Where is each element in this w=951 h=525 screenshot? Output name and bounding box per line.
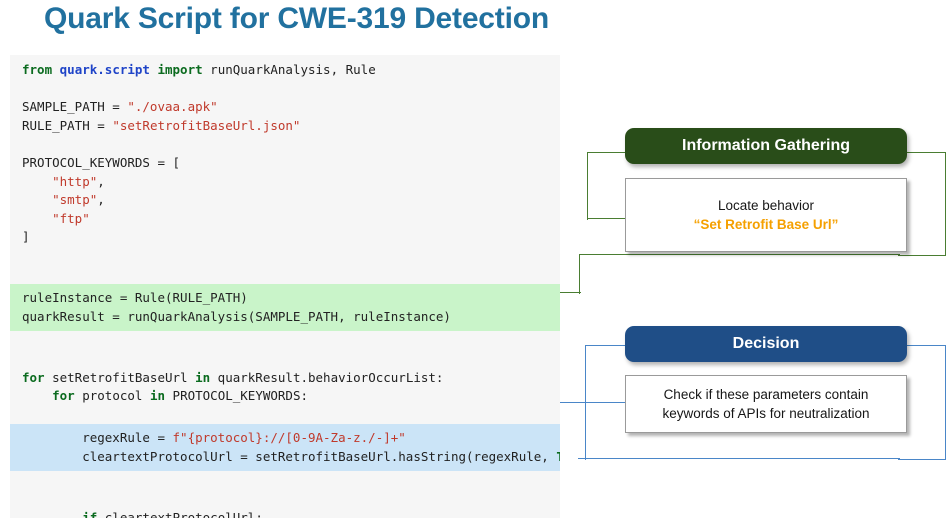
connector-green-bottom [580, 254, 900, 256]
page-title: Quark Script for CWE-319 Detection [44, 2, 549, 35]
code-token-boolean: True [556, 449, 560, 464]
connector-green-drop [579, 254, 581, 294]
open-quote: “ [693, 217, 701, 232]
code-token-keyword: in [195, 369, 211, 385]
locate-behavior-label: Locate behavior [717, 198, 815, 213]
connector-green-left [587, 152, 627, 220]
behavior-name: Set Retrofit Base Url [700, 217, 832, 232]
connector-blue-right [898, 345, 946, 460]
code-token-plain: runQuarkAnalysis, Rule [202, 62, 376, 77]
code-token-plain: quarkResult.behaviorOccurList: [210, 369, 444, 385]
information-gathering-body[interactable]: Locate behavior “Set Retrofit Base Url” [625, 178, 907, 252]
code-token-plain: SAMPLE_PATH = [22, 99, 128, 115]
code-token-keyword: in [149, 388, 166, 404]
decision-body[interactable]: Check if these parameters contain keywor… [625, 375, 907, 433]
code-token-string: "smtp" [52, 192, 98, 208]
code-line-blank [10, 490, 560, 509]
code-line: "ftp" [10, 210, 560, 229]
code-token-keyword: for [52, 388, 75, 404]
code-line-highlight-blue: regexRule = f"{protocol}://[0-9A-Za-z./-… [10, 424, 560, 448]
code-token-plain: protocol [74, 388, 150, 404]
code-line-blank [10, 80, 560, 99]
code-token-plain: cleartextProtocolUrl: [97, 509, 263, 518]
code-token-module: quark.script [59, 62, 150, 77]
code-line-blank [10, 350, 560, 369]
code-line-blank [10, 406, 560, 425]
decision-header-label: Decision [732, 335, 800, 352]
close-quote: ” [831, 217, 839, 232]
connector-green-body-stub [587, 218, 627, 220]
information-gathering-header[interactable]: Information Gathering [625, 128, 907, 164]
code-token-plain: regexRule = [22, 430, 173, 446]
code-line-blank [10, 135, 560, 154]
code-line-highlight-green: quarkResult = runQuarkAnalysis(SAMPLE_PA… [10, 307, 560, 332]
code-token-plain: cleartextProtocolUrl = setRetrofitBaseUr… [22, 448, 557, 464]
code-token-keyword: for [22, 369, 45, 385]
code-line-blank [10, 266, 560, 285]
code-panel: from quark.script import runQuarkAnalysi… [10, 55, 560, 518]
code-token-plain: PROTOCOL_KEYWORDS: [165, 388, 309, 404]
code-token-keyword: if [82, 509, 98, 518]
code-token-keyword: import [157, 62, 203, 77]
code-line: "smtp", [52, 192, 105, 208]
code-line-highlight-green: ruleInstance = Rule(RULE_PATH) [10, 284, 560, 308]
code-line-highlight-blue: cleartextProtocolUrl = setRetrofitBaseUr… [10, 447, 560, 472]
code-token-string: "./ovaa.apk" [127, 99, 218, 115]
code-line-blank [10, 331, 560, 350]
connector-green-right [898, 152, 946, 256]
code-line-blank [10, 471, 560, 490]
code-line: ] [22, 229, 30, 245]
information-gathering-header-label: Information Gathering [682, 137, 850, 154]
connector-green-stub [560, 292, 581, 294]
code-line: SAMPLE_PATH = "./ovaa.apk" [10, 98, 560, 117]
decision-header[interactable]: Decision [625, 326, 907, 362]
decision-body-line-1: Check if these parameters contain [663, 387, 869, 402]
code-token-plain: RULE_PATH = [22, 117, 113, 133]
code-token-string: f"{protocol}://[0-9A-Za-z./-]+" [172, 430, 406, 446]
code-line: if cleartextProtocolUrl: [10, 509, 560, 518]
decision-body-line-2: keywords of APIs for neutralization [662, 406, 870, 421]
code-line: PROTOCOL_KEYWORDS = [ [22, 154, 181, 170]
code-line: RULE_PATH = "setRetrofitBaseUrl.json" [10, 117, 560, 136]
code-token-string: "http" [52, 173, 98, 189]
code-token-string: "setRetrofitBaseUrl.json" [112, 117, 301, 133]
code-token-string: "ftp" [52, 210, 90, 226]
code-line: for setRetrofitBaseUrl in quarkResult.be… [10, 369, 560, 388]
code-token-keyword: from [22, 62, 53, 77]
code-line: from quark.script import runQuarkAnalysi… [10, 55, 560, 80]
code-line: for protocol in PROTOCOL_KEYWORDS: [10, 387, 560, 406]
connector-blue-body-stub [560, 402, 627, 404]
behavior-name-line: “Set Retrofit Base Url” [694, 215, 839, 234]
connector-blue-bottom [578, 458, 900, 460]
code-line: "http", [52, 173, 105, 189]
code-line-blank [10, 247, 560, 266]
code-token-plain: setRetrofitBaseUrl [44, 369, 196, 385]
